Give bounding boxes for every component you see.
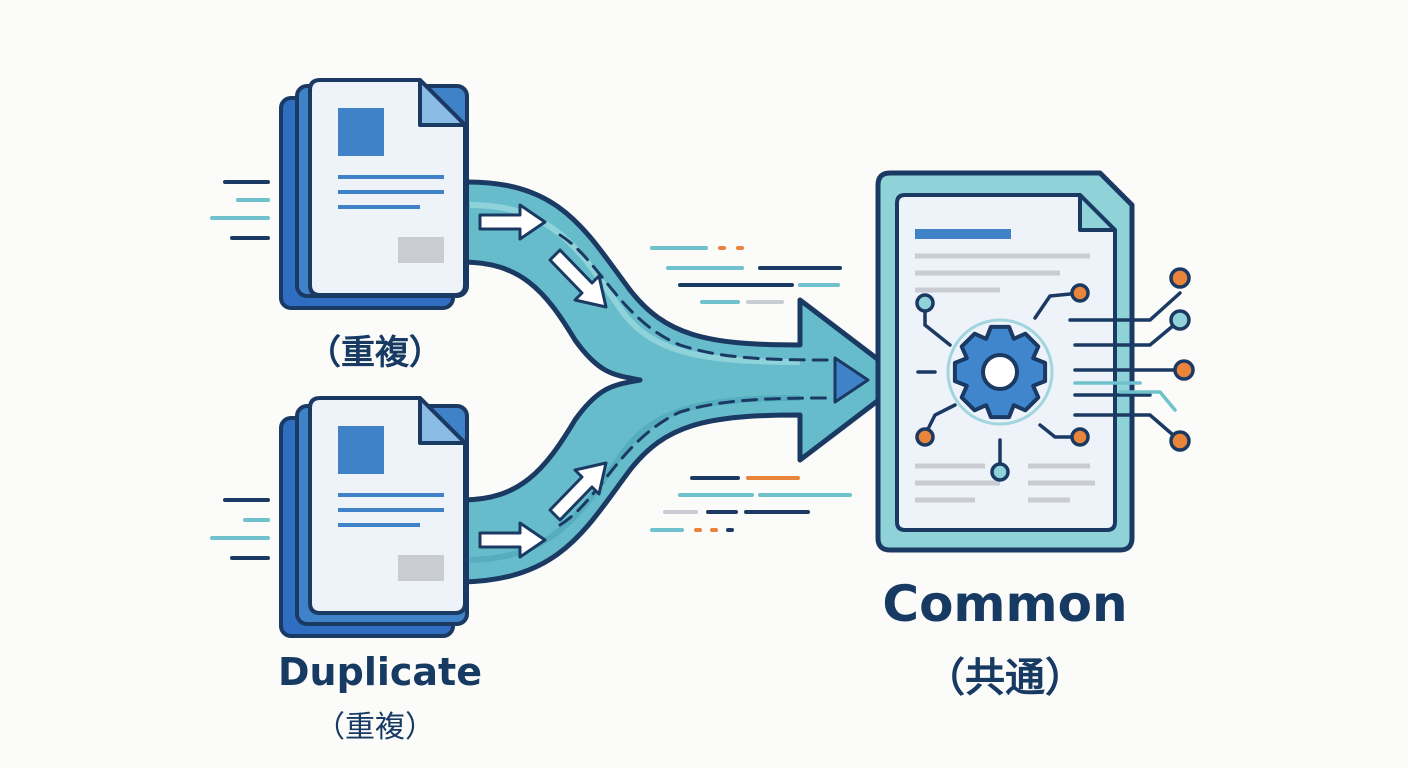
top-document-stack-icon (279, 78, 469, 310)
gear-icon (946, 318, 1054, 426)
bottom-document-stack-icon (279, 396, 469, 638)
motion-lines-center-top (650, 246, 842, 304)
gear-hub (981, 353, 1019, 391)
common-subtitle: （共通） (925, 655, 1085, 701)
common-title: Common (882, 575, 1128, 633)
top-duplicate-label: （重複） (307, 333, 443, 373)
motion-lines-top-left (210, 180, 270, 240)
duplicate-title: Duplicate (278, 650, 482, 694)
duplicate-subtitle: （重複） (315, 710, 435, 745)
merge-arrow-icon (459, 179, 908, 585)
circuit-icon (916, 291, 1182, 472)
motion-lines-center-bottom (650, 476, 852, 532)
circuit-nodes (915, 267, 1195, 482)
motion-lines-bottom-left (210, 498, 270, 560)
